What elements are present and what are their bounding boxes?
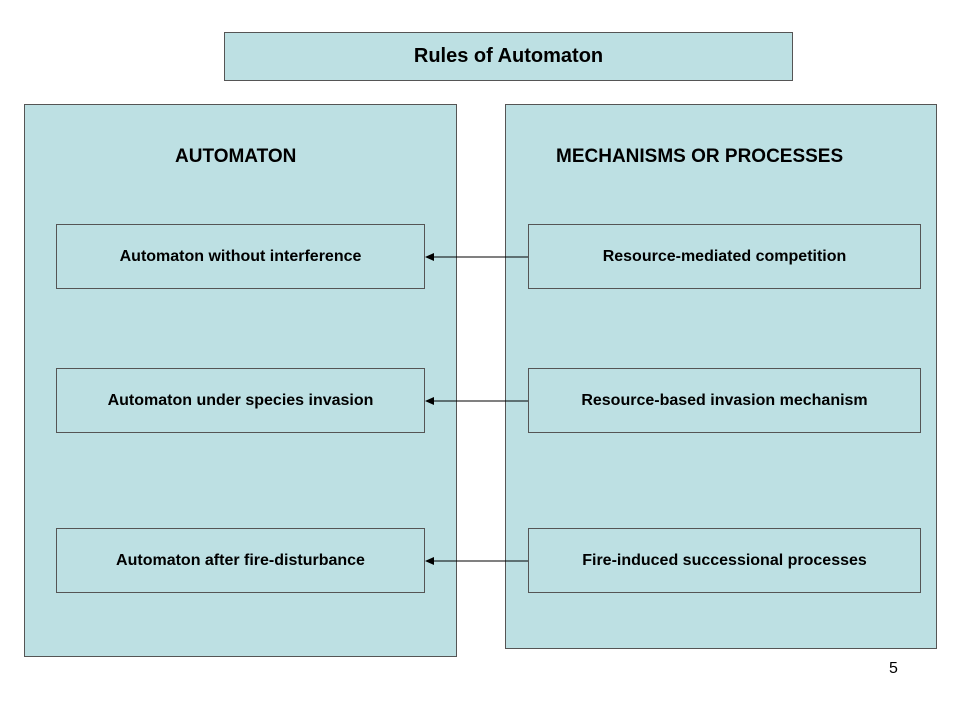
mechanism-item-1: Resource-mediated competition [528, 224, 921, 289]
mechanisms-heading: MECHANISMS OR PROCESSES [556, 146, 844, 167]
automaton-item-3: Automaton after fire-disturbance [56, 528, 425, 593]
page-number: 5 [889, 660, 898, 677]
mechanism-item-3: Fire-induced successional processes [528, 528, 921, 593]
mechanism-item-2: Resource-based invasion mechanism [528, 368, 921, 433]
automaton-item-1: Automaton without interference [56, 224, 425, 289]
automaton-heading: AUTOMATON [175, 146, 297, 167]
automaton-item-2: Automaton under species invasion [56, 368, 425, 433]
diagram-title: Rules of Automaton [224, 32, 793, 81]
